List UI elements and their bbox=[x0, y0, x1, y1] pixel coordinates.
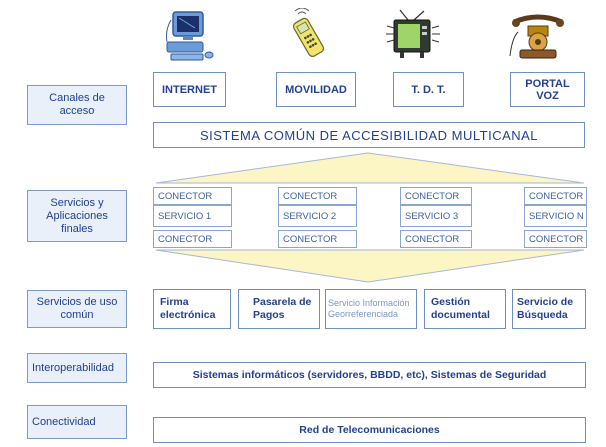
service-n-name: SERVICIO N bbox=[524, 205, 587, 227]
row-label-servicios-comun: Servicios de uso común bbox=[27, 290, 127, 328]
common-accessibility-system: SISTEMA COMÚN DE ACCESIBILIDAD MULTICANA… bbox=[153, 122, 585, 148]
channel-tdt: T. D. T. bbox=[393, 72, 464, 107]
service-3-name: SERVICIO 3 bbox=[400, 205, 472, 227]
service-3-connector-bottom: CONECTOR bbox=[400, 230, 472, 248]
television-icon bbox=[386, 9, 440, 58]
common-service-georef: Servicio Información Georreferenciada bbox=[325, 289, 417, 329]
service-1-connector-top: CONECTOR bbox=[153, 187, 232, 205]
interoperability-systems: Sistemas informáticos (servidores, BBDD,… bbox=[153, 362, 586, 388]
common-service-firma: Firma electrónica bbox=[153, 289, 231, 329]
common-service-gestion: Gestión documental bbox=[424, 289, 506, 329]
service-1-connector-bottom: CONECTOR bbox=[153, 230, 232, 248]
channel-portal-voz: PORTAL VOZ bbox=[510, 72, 585, 107]
row-label-servicios-aplicaciones: Servicios y Aplicaciones finales bbox=[27, 190, 127, 242]
row-label-interoperabilidad: Interoperabilidad bbox=[27, 353, 127, 383]
service-2-connector-top: CONECTOR bbox=[278, 187, 357, 205]
telephone-icon bbox=[509, 14, 564, 59]
common-service-pasarela: Pasarela de Pagos bbox=[238, 289, 320, 329]
channel-movilidad: MOVILIDAD bbox=[276, 72, 356, 107]
channel-internet: INTERNET bbox=[153, 72, 226, 107]
row-label-canales: Canales de acceso bbox=[27, 85, 127, 125]
service-2-connector-bottom: CONECTOR bbox=[278, 230, 357, 248]
common-service-busqueda: Servicio de Búsqueda bbox=[512, 289, 586, 329]
funnel-triangle-top bbox=[155, 152, 585, 184]
row-label-conectividad: Conectividad bbox=[27, 405, 127, 439]
service-2-name: SERVICIO 2 bbox=[278, 205, 357, 227]
service-1-name: SERVICIO 1 bbox=[153, 205, 232, 227]
telecom-network: Red de Telecomunicaciones bbox=[153, 417, 586, 443]
service-3-connector-top: CONECTOR bbox=[400, 187, 472, 205]
service-n-connector-top: CONECTOR bbox=[524, 187, 587, 205]
service-n-connector-bottom: CONECTOR bbox=[524, 230, 587, 248]
mobile-phone-icon bbox=[292, 8, 325, 57]
computer-icon bbox=[166, 11, 214, 61]
funnel-triangle-bottom bbox=[155, 249, 585, 283]
